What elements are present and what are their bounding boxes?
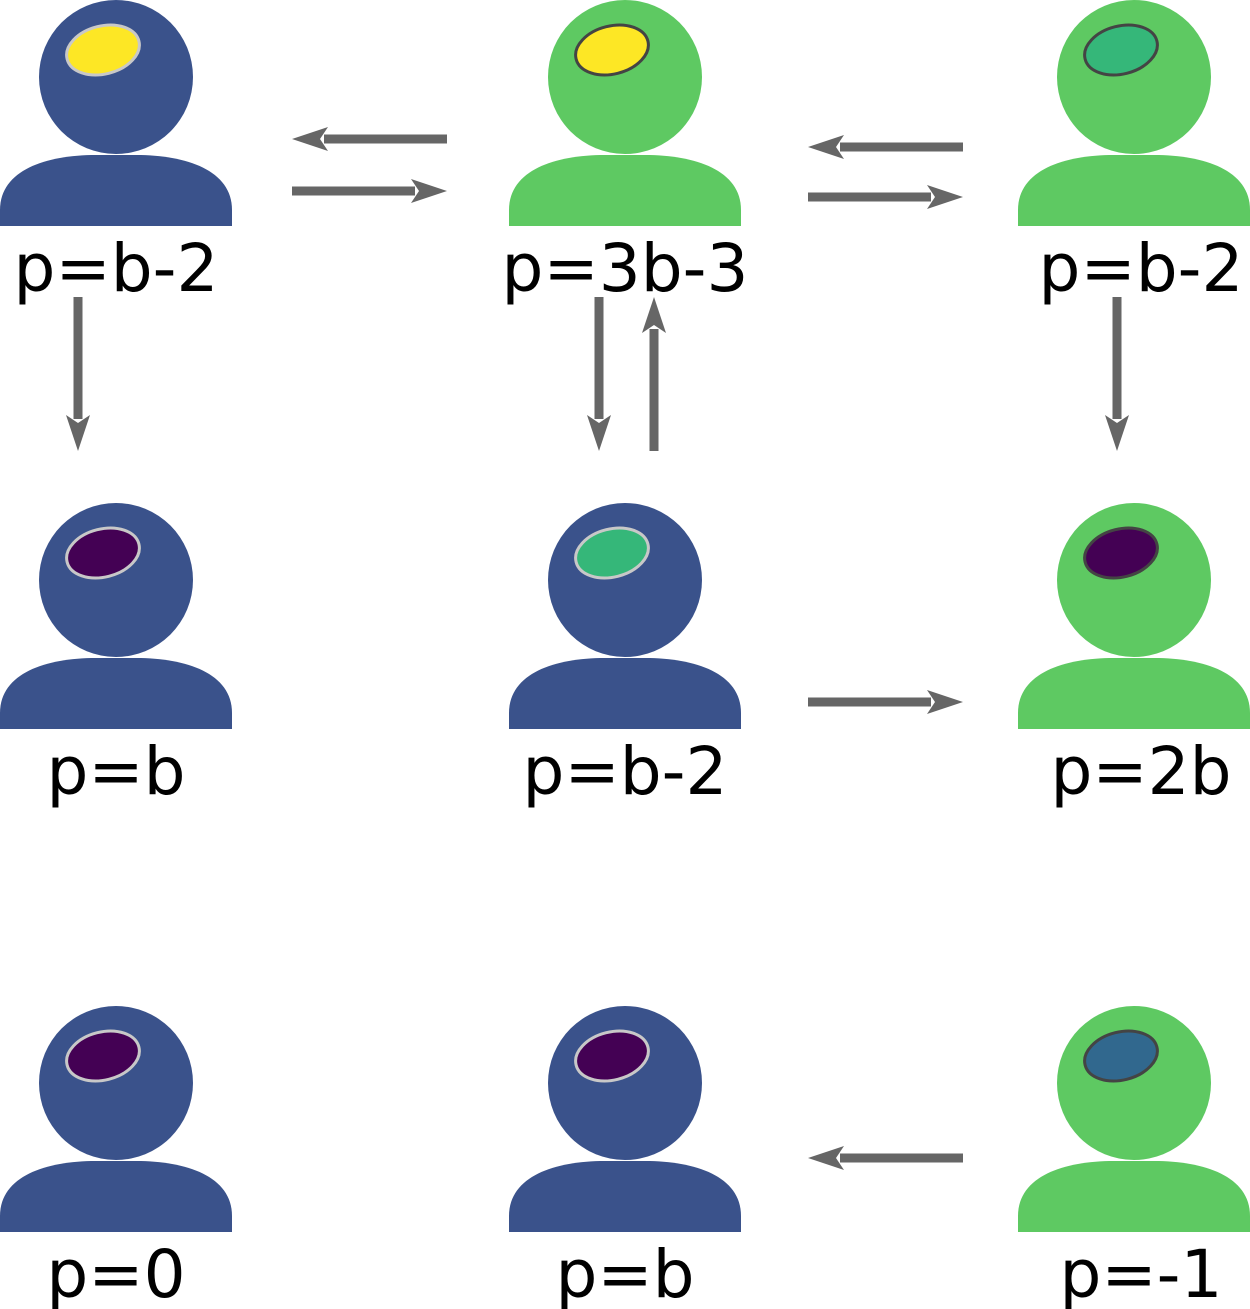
person-head	[548, 0, 702, 154]
edges-layer	[66, 127, 1129, 1170]
person-r2c3: p=2b	[1018, 503, 1250, 810]
person-body	[1018, 658, 1250, 729]
person-body	[509, 1161, 741, 1232]
node-label: p=b-2	[1039, 230, 1244, 307]
arrow-r1c2-to-r1c3	[808, 185, 963, 209]
arrow-r1c2-to-r2c2	[587, 297, 611, 451]
person-r2c2: p=b-2	[509, 503, 741, 810]
head-spot	[65, 1029, 141, 1083]
arrow-r1c3-to-r2c3	[1105, 297, 1129, 451]
node-label: p=-1	[1059, 1236, 1222, 1309]
node-label: p=b-2	[14, 230, 219, 307]
person-body	[0, 1161, 232, 1232]
person-head	[39, 1006, 193, 1160]
person-body	[509, 658, 741, 729]
person-r3c3: p=-1	[1018, 1006, 1250, 1309]
head-spot	[1083, 526, 1159, 580]
person-r1c1: p=b-2	[0, 0, 232, 307]
arrow-r1c1-to-r1c2	[292, 179, 447, 203]
person-r3c2: p=b	[509, 1006, 741, 1309]
person-body	[509, 155, 741, 226]
head-spot	[1083, 23, 1159, 77]
node-label: p=3b-3	[502, 230, 749, 307]
person-head	[39, 0, 193, 154]
node-label: p=0	[46, 1236, 185, 1309]
person-body	[1018, 1161, 1250, 1232]
person-head	[548, 503, 702, 657]
arrow-r1c2-to-r1c1	[292, 127, 447, 151]
node-label: p=b	[46, 733, 185, 810]
person-body	[0, 155, 232, 226]
arrow-r2c2-to-r2c3	[808, 690, 963, 714]
head-spot	[65, 23, 141, 77]
head-spot	[574, 526, 650, 580]
person-r1c2: p=3b-3	[502, 0, 749, 307]
arrow-r1c1-to-r2c1	[66, 297, 90, 451]
node-label: p=b	[555, 1236, 694, 1309]
head-spot	[574, 1029, 650, 1083]
head-spot	[574, 23, 650, 77]
person-head	[548, 1006, 702, 1160]
head-spot	[65, 526, 141, 580]
node-label: p=b-2	[523, 733, 728, 810]
arrow-r1c3-to-r1c2	[808, 135, 963, 159]
person-head	[1057, 503, 1211, 657]
person-head	[1057, 0, 1211, 154]
head-spot	[1083, 1029, 1159, 1083]
person-head	[39, 503, 193, 657]
person-r3c1: p=0	[0, 1006, 232, 1309]
arrow-r2c2-to-r1c2	[642, 297, 666, 451]
arrow-r3c3-to-r3c2	[808, 1146, 963, 1170]
person-r1c3: p=b-2	[1018, 0, 1250, 307]
node-label: p=2b	[1050, 733, 1231, 810]
person-r2c1: p=b	[0, 503, 232, 810]
person-body	[0, 658, 232, 729]
person-body	[1018, 155, 1250, 226]
person-head	[1057, 1006, 1211, 1160]
